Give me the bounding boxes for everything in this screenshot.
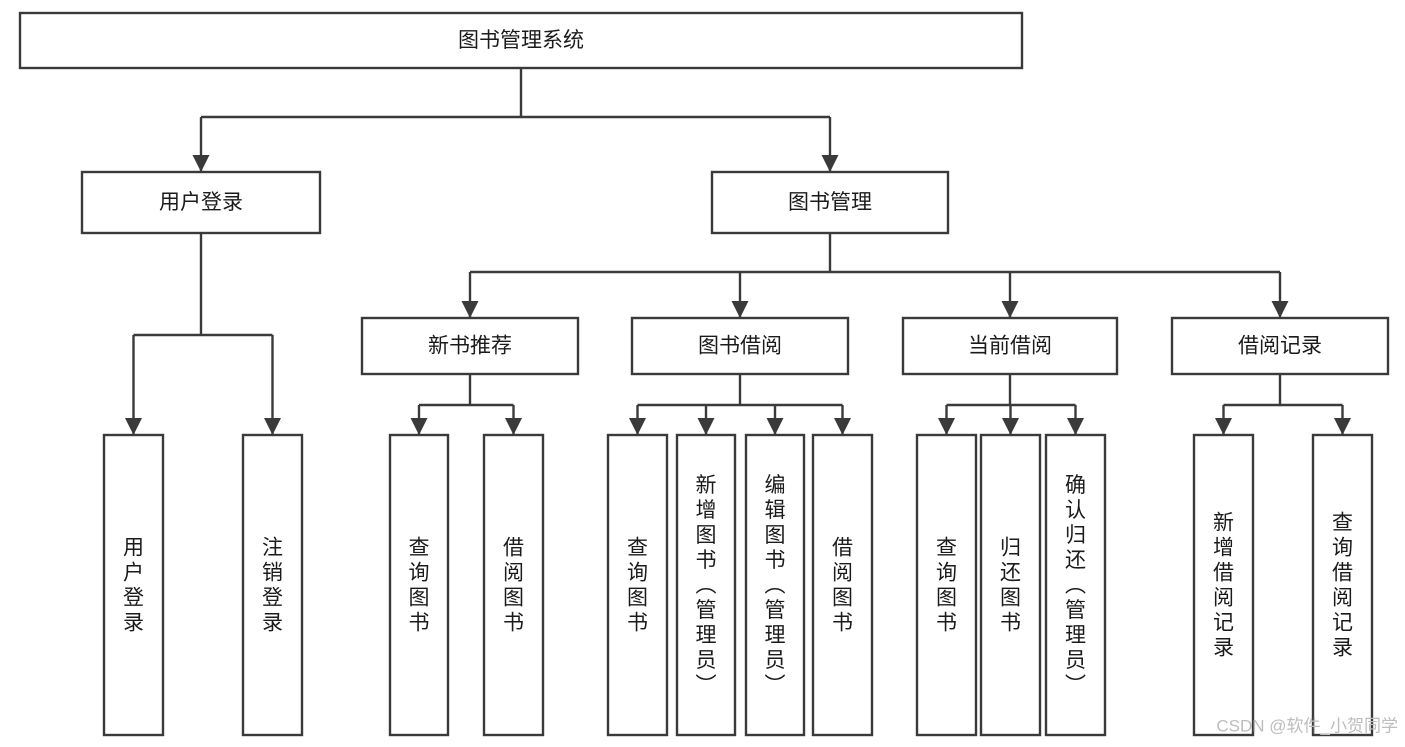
node-box [675,433,737,737]
node-current-borrow[interactable]: 当前借阅 [901,316,1119,376]
node-user-login[interactable]: 用户登录 [80,170,322,235]
node-leaf-borrow-book-2[interactable]: 借阅图书 [811,433,874,737]
node-label: 新书推荐 [428,335,512,358]
node-label: 编辑图书︵管理员︶ [765,474,786,697]
node-label: 查询图书 [627,537,648,635]
node-box [1170,316,1390,376]
node-label: 借阅记录 [1238,335,1322,358]
node-borrow-record[interactable]: 借阅记录 [1170,316,1390,376]
arrow-head-leaf-query-record [1334,418,1351,435]
node-box [18,11,1024,70]
node-layer: 图书管理系统用户登录图书管理新书推荐图书借阅当前借阅借阅记录用户登录注销登录查询… [18,11,1390,737]
node-box [710,170,950,235]
node-box [241,433,304,737]
node-label: 当前借阅 [968,335,1052,358]
node-leaf-return-book[interactable]: 归还图书 [979,433,1042,737]
node-label: 借阅图书 [503,537,524,635]
node-label: 注销登录 [262,537,283,635]
node-box [811,433,874,737]
node-leaf-logout[interactable]: 注销登录 [241,433,304,737]
node-leaf-user-login[interactable]: 用户登录 [102,433,165,737]
node-label: 图书管理 [788,191,872,214]
arrow-head-leaf-add-book [697,418,715,435]
arrow-head-leaf-borrow-book-1 [505,418,522,435]
arrow-head-leaf-borrow-book-2 [834,418,851,435]
node-leaf-add-book[interactable]: 新增图书︵管理员︶ [675,433,737,737]
node-box [744,433,806,737]
node-root[interactable]: 图书管理系统 [18,11,1024,70]
node-label: 查询图书 [409,537,430,635]
node-leaf-query-book-2[interactable]: 查询图书 [606,433,669,737]
arrow-head-book-borrow [731,301,749,318]
node-box [606,433,669,737]
arrow-head-leaf-confirm-return [1067,418,1084,435]
node-leaf-query-book-3[interactable]: 查询图书 [915,433,978,737]
node-label: 新增借阅记录 [1213,512,1234,660]
arrow-head-leaf-query-book-1 [410,418,428,435]
arrow-head-current-borrow [1001,301,1019,318]
node-box [482,433,545,737]
node-book-manage[interactable]: 图书管理 [710,170,950,235]
node-box [1311,433,1374,737]
arrow-head-new-book-rec [461,301,479,318]
node-box [979,433,1042,737]
node-label: 图书管理系统 [458,29,584,52]
arrow-head-leaf-edit-book [766,418,784,435]
node-label: 新增图书︵管理员︶ [696,474,717,697]
arrow-head-book-manage [821,155,839,172]
node-book-borrow[interactable]: 图书借阅 [630,316,850,376]
node-label: 查询图书 [936,537,957,635]
node-box [915,433,978,737]
node-box [388,433,450,737]
node-leaf-borrow-book-1[interactable]: 借阅图书 [482,433,545,737]
watermark-label: CSDN @软件_小贺同学 [1216,716,1398,735]
node-leaf-add-record[interactable]: 新增借阅记录 [1192,433,1255,737]
node-new-book-rec[interactable]: 新书推荐 [360,316,580,376]
arrow-head-leaf-query-book-3 [938,418,955,435]
node-label: 图书借阅 [698,335,782,358]
node-leaf-edit-book[interactable]: 编辑图书︵管理员︶ [744,433,806,737]
arrow-head-leaf-query-book-2 [629,418,646,435]
node-label: 查询借阅记录 [1332,512,1353,660]
arrow-head-leaf-return-book [1002,418,1019,435]
node-label: 借阅图书 [832,537,853,635]
node-leaf-query-record[interactable]: 查询借阅记录 [1311,433,1374,737]
node-box [1044,433,1107,737]
node-leaf-query-book-1[interactable]: 查询图书 [388,433,450,737]
arrow-head-leaf-user-login [125,418,142,435]
node-label: 用户登录 [123,537,144,635]
node-box [1192,433,1255,737]
arrow-head-user-login [192,155,210,172]
node-label: 确认归还︵管理员︶ [1065,474,1086,697]
arrow-head-borrow-record [1271,301,1289,318]
arrow-head-leaf-add-record [1215,418,1232,435]
arrow-head-leaf-logout [264,418,281,435]
node-box [80,170,322,235]
node-box [630,316,850,376]
node-box [901,316,1119,376]
node-label: 用户登录 [159,191,243,214]
node-label: 归还图书 [1000,537,1021,635]
node-box [102,433,165,737]
node-leaf-confirm-return[interactable]: 确认归还︵管理员︶ [1044,433,1107,737]
node-box [360,316,580,376]
connector-layer [125,68,1351,435]
